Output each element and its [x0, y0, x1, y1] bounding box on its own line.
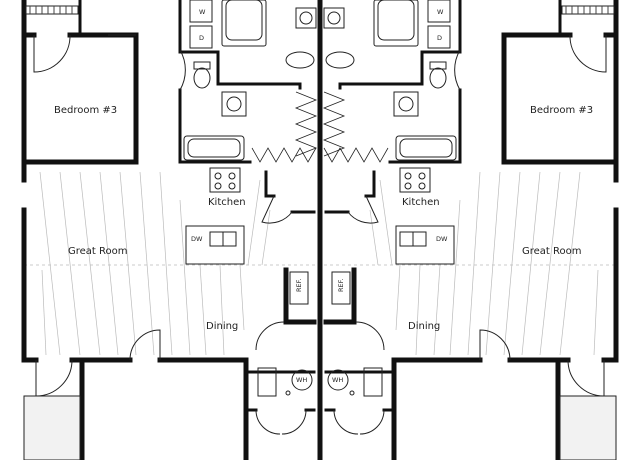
dryer-label: D	[437, 34, 442, 42]
fridge-label: REF.	[295, 279, 303, 292]
laundry: W D W D	[189, 0, 451, 49]
dryer-label: D	[199, 34, 204, 42]
room-label-bedroom: Bedroom #3	[530, 105, 593, 116]
room-label-dining: Dining	[206, 321, 238, 332]
kitchen-counters	[185, 167, 455, 305]
room-label-great-room: Great Room	[522, 246, 582, 257]
water-heater-closets	[257, 367, 383, 397]
dishwasher-label: DW	[436, 235, 448, 243]
room-label-kitchen: Kitchen	[208, 197, 246, 208]
room-label-great-room: Great Room	[68, 246, 128, 257]
shelving	[251, 91, 389, 163]
toilets-sinks	[193, 7, 447, 117]
room-label-kitchen: Kitchen	[402, 197, 440, 208]
dishwasher-label: DW	[191, 235, 203, 243]
room-label-dining: Dining	[408, 321, 440, 332]
water-heater-label: WH	[296, 376, 307, 384]
room-label-bedroom: Bedroom #3	[54, 105, 117, 116]
fridge-label: REF.	[337, 279, 345, 292]
walls	[21, 0, 619, 460]
bathtubs	[183, 0, 457, 161]
floor-hatch	[24, 171, 616, 356]
porches	[23, 395, 617, 460]
washer-label: W	[199, 8, 206, 16]
closet-shelves	[25, 5, 615, 15]
water-heater-label: WH	[332, 376, 343, 384]
washer-label: W	[437, 8, 444, 16]
